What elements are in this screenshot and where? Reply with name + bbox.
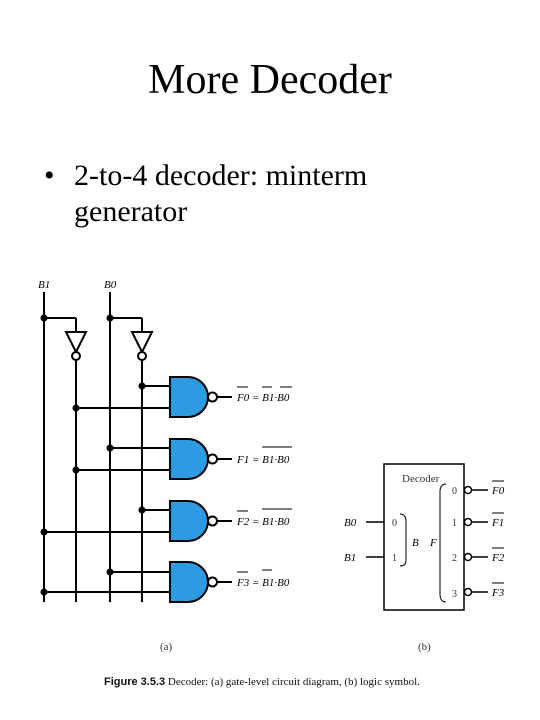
symbol-input-num-1: 1 xyxy=(392,553,397,564)
bullet-item: • 2-to-4 decoder: minterm generator xyxy=(44,158,484,230)
decoder-box xyxy=(383,463,465,611)
symbol-output-f1: F1 xyxy=(491,517,504,529)
figure-caption: Figure 3.5.3 Decoder: (a) gate-level cir… xyxy=(104,676,420,688)
input-bracket xyxy=(399,513,407,567)
bullet-dot: • xyxy=(44,159,55,192)
symbol-output-num-0: 0 xyxy=(452,486,457,497)
nand-gate-f0 xyxy=(169,376,218,418)
label-b: (b) xyxy=(418,641,431,653)
decoder-title: Decoder xyxy=(402,473,440,485)
decoder-figure: B1 B0 xyxy=(38,279,505,653)
internal-label-f: F xyxy=(429,537,437,549)
output-f0-name: F0 xyxy=(236,392,250,404)
nand-gate-f1 xyxy=(169,438,218,480)
junction-dots xyxy=(40,314,146,596)
output-f2-expr: = B1·B0 xyxy=(252,516,290,528)
symbol-input-b0: B0 xyxy=(344,517,357,529)
output-bracket xyxy=(439,483,447,603)
caption-text: Decoder: (a) gate-level circuit diagram,… xyxy=(167,676,420,688)
b0-inverter-icon xyxy=(130,331,154,355)
logic-symbol: Decoder B0 B1 0 1 B F 0 1 2 xyxy=(344,463,505,653)
label-a: (a) xyxy=(160,641,173,653)
symbol-output-f0: F0 xyxy=(491,485,505,497)
nand-gate-f3 xyxy=(169,561,218,603)
input-label-b1: B1 xyxy=(38,279,50,291)
output-f3-name: F3 xyxy=(236,577,250,589)
symbol-output-num-2: 2 xyxy=(452,553,457,564)
symbol-output-f2: F2 xyxy=(491,552,505,564)
output-f3-expr: = B1·B0 xyxy=(252,577,290,589)
input-label-b0: B0 xyxy=(104,279,117,291)
output-f0-expr: = B1·B0 xyxy=(252,392,290,404)
overbars xyxy=(237,386,292,573)
symbol-input-b1: B1 xyxy=(344,552,356,564)
b1-inverter-icon xyxy=(64,331,88,355)
output-f2-name: F2 xyxy=(236,516,250,528)
output-f1-expr: = B1·B0 xyxy=(252,454,290,466)
output-f1-name: F1 xyxy=(236,454,249,466)
symbol-output-f3: F3 xyxy=(491,587,505,599)
symbol-output-num-1: 1 xyxy=(452,518,457,529)
internal-label-b: B xyxy=(412,537,419,549)
symbol-output-num-3: 3 xyxy=(452,589,457,600)
symbol-input-num-0: 0 xyxy=(392,518,397,529)
bullet-text: 2-to-4 decoder: minterm generator xyxy=(74,159,368,228)
gate-level-diagram: B1 B0 xyxy=(38,279,292,653)
figure-number: Figure 3.5.3 xyxy=(104,676,166,688)
nand-gate-f2 xyxy=(169,500,218,542)
slide-title: More Decoder xyxy=(148,57,392,103)
